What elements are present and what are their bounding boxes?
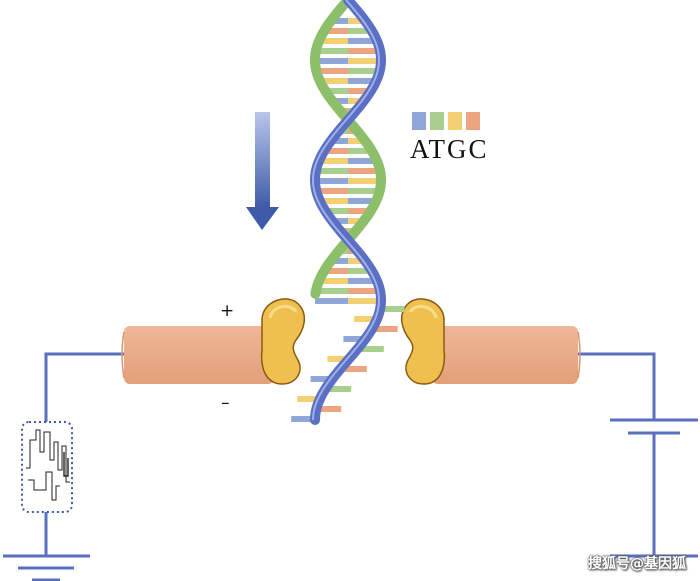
left-circuit [44, 352, 125, 556]
watermark: 搜狐号@基因狐 [588, 556, 686, 572]
membrane-right [432, 326, 581, 384]
single-strand-base [327, 386, 352, 392]
down-arrow-icon [246, 112, 279, 230]
base-pair-left [325, 28, 348, 34]
base-pair-right [348, 158, 376, 164]
base-pair-right [348, 28, 371, 34]
dna-strand-blue [309, 0, 387, 425]
base-pair-right [348, 208, 373, 214]
base-pair-right [348, 278, 376, 284]
base-pair-left [330, 218, 348, 224]
single-strand-base [359, 346, 384, 352]
single-strand-base [342, 366, 367, 372]
single-strand-base [380, 306, 405, 312]
base-pair-right [348, 148, 371, 154]
base-pair-right [348, 268, 371, 274]
base-pair-left [315, 58, 348, 64]
positive-electrode-label: + [220, 301, 235, 321]
base-pair-left [315, 298, 348, 304]
base-pair-right [348, 38, 376, 44]
base-pair-right [348, 218, 366, 224]
base-pair-left [325, 148, 348, 154]
base-pair-right [348, 78, 378, 84]
base-pair-right [348, 18, 363, 24]
base-pair-right [348, 58, 381, 64]
dna-double-helix [291, 0, 405, 425]
base-pair-left [333, 258, 348, 264]
base-pair-left [320, 38, 348, 44]
single-strand-base [310, 376, 335, 382]
base-pair-right [348, 88, 373, 94]
base-pair-right [348, 198, 378, 204]
base-pair-left [320, 278, 348, 284]
base-pair-right [348, 68, 381, 74]
base-pair-left [316, 48, 348, 54]
base-legend-label: ATGC [410, 134, 489, 164]
base-legend [412, 112, 480, 130]
base-pair-right [348, 98, 366, 104]
base-pair-left [315, 68, 348, 74]
base-pair-left [323, 88, 348, 94]
legend-swatch-g [448, 112, 462, 130]
base-pair-right [348, 138, 363, 144]
base-pair-left [318, 198, 348, 204]
negative-electrode-label: – [221, 393, 230, 413]
single-strand-base [354, 316, 379, 322]
base-pair-right [348, 258, 363, 264]
legend-swatch-a [412, 112, 426, 130]
single-strand-base [343, 336, 368, 342]
base-pair-left [316, 168, 348, 174]
base-pair-left [320, 158, 348, 164]
battery-icon [610, 418, 698, 435]
base-pair-left [316, 288, 348, 294]
base-pair-right [348, 288, 380, 294]
base-pair-left [315, 178, 348, 184]
nanopore-left [260, 298, 306, 385]
base-pair-left [325, 268, 348, 274]
single-strand-base [317, 406, 342, 412]
single-strand-base [297, 396, 322, 402]
legend-swatch-c [466, 112, 480, 130]
legend-swatch-t [430, 112, 444, 130]
nanopore-right [400, 298, 446, 385]
base-pair-left [333, 18, 348, 24]
single-strand-base [373, 326, 398, 332]
single-strand-base [327, 356, 352, 362]
membrane-left [121, 326, 274, 384]
base-pair-right [348, 168, 380, 174]
base-pair-left [330, 98, 348, 104]
base-pair-right [348, 48, 380, 54]
base-pair-left [318, 78, 348, 84]
single-strand-base [291, 416, 316, 422]
dna-strand-green [309, 0, 387, 299]
base-pair-left [333, 138, 348, 144]
base-pair-right [348, 188, 381, 194]
base-pair-right [348, 178, 381, 184]
right-circuit [575, 352, 656, 556]
signal-trace-icon [21, 421, 73, 513]
base-pair-left [323, 208, 348, 214]
base-pair-right [348, 298, 381, 304]
base-pair-left [315, 188, 348, 194]
dna-strand-highlight [311, 0, 381, 421]
ground-icon [3, 554, 90, 581]
